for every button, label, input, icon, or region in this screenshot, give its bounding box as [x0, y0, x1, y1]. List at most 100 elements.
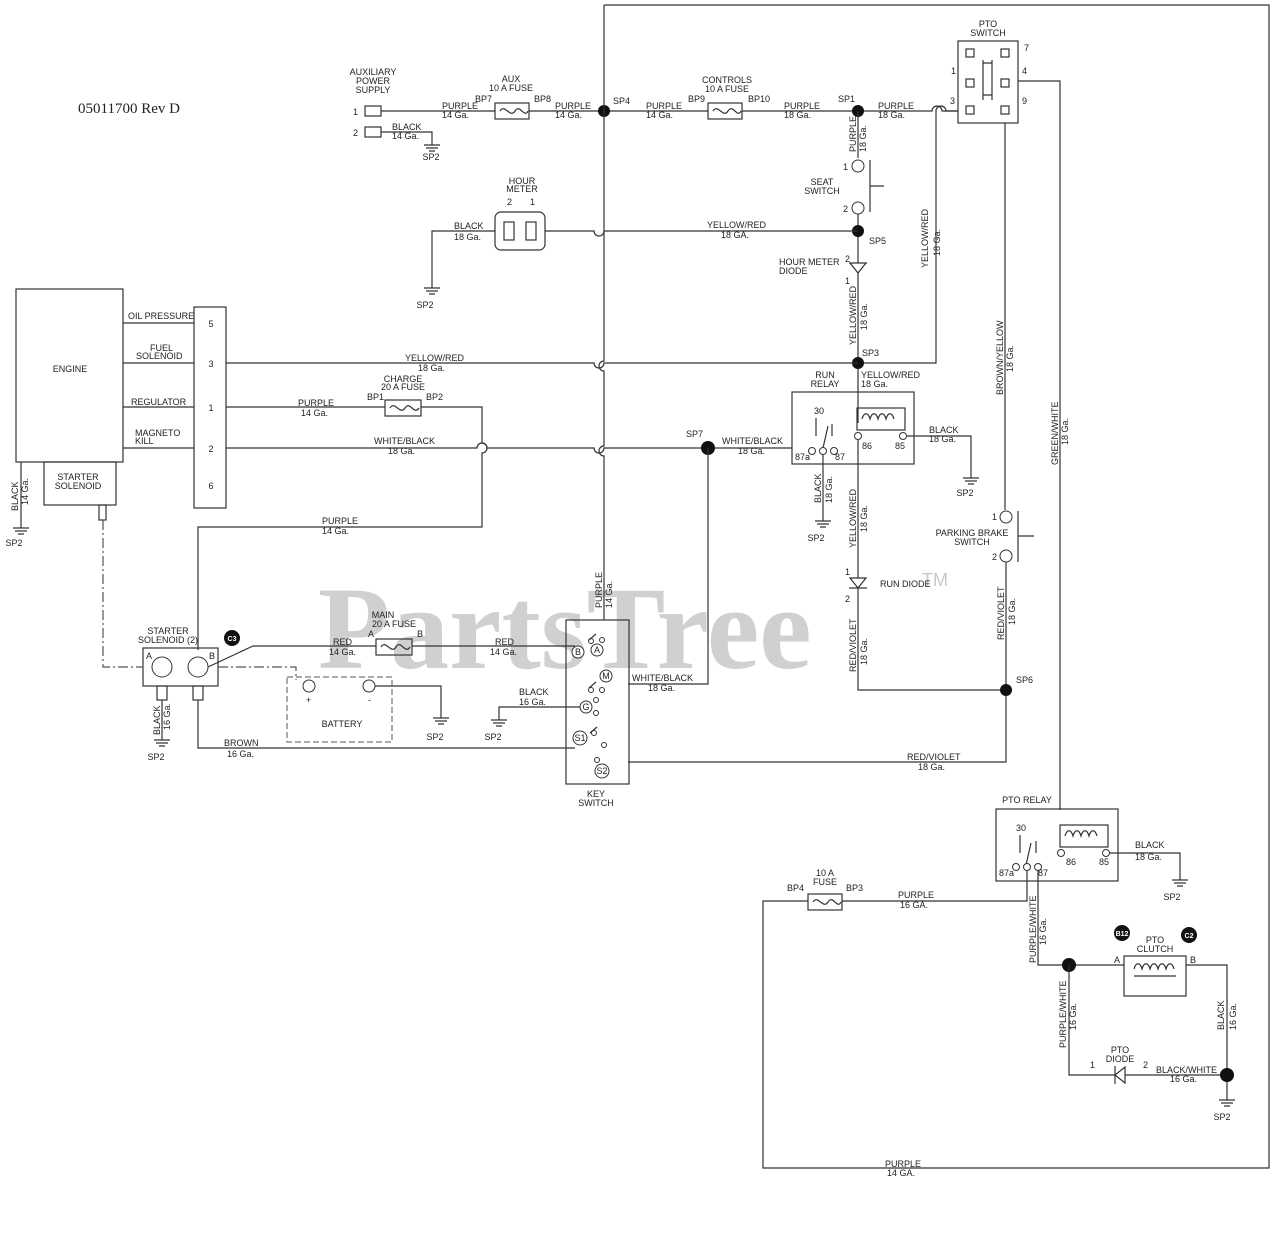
svg-text:C2: C2 — [1185, 933, 1194, 940]
svg-text:10 A: 10 A — [816, 868, 834, 878]
aux-black-wire — [381, 131, 433, 145]
svg-text:2: 2 — [507, 197, 512, 207]
ground-symbol — [424, 144, 440, 152]
svg-text:BP3: BP3 — [846, 883, 863, 893]
svg-text:SUPPLY: SUPPLY — [356, 85, 391, 95]
svg-text:5: 5 — [208, 319, 213, 329]
pto-diode: PTO DIODE 1 2 — [1090, 1045, 1148, 1085]
svg-text:ENGINE: ENGINE — [53, 364, 88, 374]
svg-text:B: B — [417, 629, 423, 639]
svg-text:WHITE/BLACK: WHITE/BLACK — [722, 436, 783, 446]
svg-text:14 Ga.: 14 Ga. — [301, 408, 328, 418]
svg-text:PURPLE/WHITE: PURPLE/WHITE — [1058, 980, 1068, 1048]
svg-text:PTO: PTO — [1146, 935, 1164, 945]
svg-text:2: 2 — [353, 128, 358, 138]
svg-text:PURPLE: PURPLE — [442, 101, 478, 111]
svg-text:87a: 87a — [999, 868, 1014, 878]
svg-text:RED/VIOLET: RED/VIOLET — [848, 618, 858, 672]
svg-text:18 Ga.: 18 Ga. — [824, 476, 834, 503]
svg-text:YELLOW/RED: YELLOW/RED — [848, 285, 858, 345]
svg-text:86: 86 — [1066, 857, 1076, 867]
svg-text:WHITE/BLACK: WHITE/BLACK — [374, 436, 435, 446]
svg-text:YELLOW/RED: YELLOW/RED — [405, 353, 465, 363]
key-switch: KEY SWITCH B A M G S1 S2 — [565, 619, 630, 808]
svg-text:16 Ga.: 16 Ga. — [1170, 1074, 1197, 1084]
svg-text:1: 1 — [951, 66, 956, 76]
engine: ENGINE STARTER SOLENOID — [15, 288, 124, 521]
pto-relay-to-clutch-wire — [1037, 871, 1124, 966]
svg-text:1: 1 — [845, 276, 850, 286]
pto-diode-left-wire — [1068, 965, 1115, 1076]
svg-text:PARKING BRAKE: PARKING BRAKE — [936, 528, 1009, 538]
svg-text:PURPLE: PURPLE — [784, 101, 820, 111]
svg-text:AUX: AUX — [502, 74, 521, 84]
svg-text:PURPLE: PURPLE — [555, 101, 591, 111]
svg-text:-: - — [368, 695, 371, 705]
svg-text:3: 3 — [208, 359, 213, 369]
badge-b12: B12 — [1114, 925, 1130, 941]
svg-text:PURPLE: PURPLE — [646, 101, 682, 111]
svg-text:18 Ga.: 18 Ga. — [861, 379, 888, 389]
svg-text:RELAY: RELAY — [811, 379, 840, 389]
svg-text:BROWN/YELLOW: BROWN/YELLOW — [995, 320, 1005, 395]
bp9-label: BP9 — [688, 94, 705, 104]
svg-text:14 Ga.: 14 Ga. — [490, 647, 517, 657]
svg-text:SP2: SP2 — [426, 732, 443, 742]
svg-text:87: 87 — [1038, 868, 1048, 878]
svg-text:18 Ga.: 18 Ga. — [388, 446, 415, 456]
svg-text:BLACK: BLACK — [519, 687, 549, 697]
fuel-label: FUEL — [150, 343, 173, 353]
auxiliary-power-supply: AUXILIARY POWER SUPPLY 1 2 — [350, 67, 397, 138]
svg-text:30: 30 — [1016, 823, 1026, 833]
svg-text:BLACK: BLACK — [152, 705, 162, 735]
svg-text:10 A FUSE: 10 A FUSE — [705, 84, 749, 94]
svg-text:METER: METER — [506, 184, 538, 194]
svg-text:20 A FUSE: 20 A FUSE — [381, 382, 425, 392]
svg-text:CLUTCH: CLUTCH — [1137, 944, 1174, 954]
svg-text:SP2: SP2 — [484, 732, 501, 742]
svg-text:RUN: RUN — [815, 370, 835, 380]
svg-text:14 Ga.: 14 Ga. — [442, 110, 469, 120]
parking-brake-switch: 1 2 PARKING BRAKE SWITCH — [936, 510, 1034, 563]
svg-text:C3: C3 — [228, 636, 237, 643]
main-fuse: MAIN 20 A FUSE A B — [368, 610, 423, 656]
svg-text:7: 7 — [1024, 43, 1029, 53]
svg-text:RED/VIOLET: RED/VIOLET — [996, 586, 1006, 640]
svg-text:BLACK/WHITE: BLACK/WHITE — [1156, 1065, 1217, 1075]
svg-text:87: 87 — [835, 452, 845, 462]
svg-text:18 Ga.: 18 Ga. — [648, 683, 675, 693]
svg-text:BP1: BP1 — [367, 392, 384, 402]
svg-text:HOUR METER: HOUR METER — [779, 257, 840, 267]
svg-text:CONTROLS: CONTROLS — [702, 75, 752, 85]
svg-text:BLACK: BLACK — [392, 122, 422, 132]
svg-text:DIODE: DIODE — [1106, 1054, 1135, 1064]
svg-text:GREEN/WHITE: GREEN/WHITE — [1050, 401, 1060, 465]
run-diode-to-sp6-wire — [857, 588, 1006, 691]
svg-text:PURPLE: PURPLE — [594, 572, 604, 608]
svg-text:14 Ga.: 14 Ga. — [646, 110, 673, 120]
svg-text:SP2: SP2 — [1213, 1112, 1230, 1122]
svg-text:2: 2 — [845, 254, 850, 264]
svg-text:MAIN: MAIN — [372, 610, 395, 620]
badge-c2: C2 — [1181, 927, 1197, 943]
svg-text:YELLOW/RED: YELLOW/RED — [848, 488, 858, 548]
svg-text:RUN DIODE: RUN DIODE — [880, 579, 931, 589]
svg-text:RED: RED — [495, 637, 515, 647]
battery-ground-wire — [375, 685, 442, 718]
badge-c3: C3 — [224, 630, 240, 646]
svg-text:PURPLE: PURPLE — [848, 116, 858, 152]
svg-text:14 GA.: 14 GA. — [887, 1168, 915, 1178]
svg-text:16 Ga.: 16 Ga. — [1228, 1003, 1238, 1030]
pto-clutch: PTO CLUTCH — [1123, 935, 1187, 997]
ground-symbol — [1172, 879, 1188, 887]
svg-text:16 Ga.: 16 Ga. — [162, 703, 172, 730]
svg-text:PURPLE: PURPLE — [898, 890, 934, 900]
aux-fuse: AUX 10 A FUSE — [489, 74, 533, 120]
svg-text:2: 2 — [992, 552, 997, 562]
svg-text:BP4: BP4 — [787, 883, 804, 893]
svg-text:14 Ga.: 14 Ga. — [322, 526, 349, 536]
svg-text:18 Ga.: 18 Ga. — [454, 232, 481, 242]
svg-text:87a: 87a — [795, 452, 810, 462]
svg-text:1: 1 — [208, 403, 213, 413]
